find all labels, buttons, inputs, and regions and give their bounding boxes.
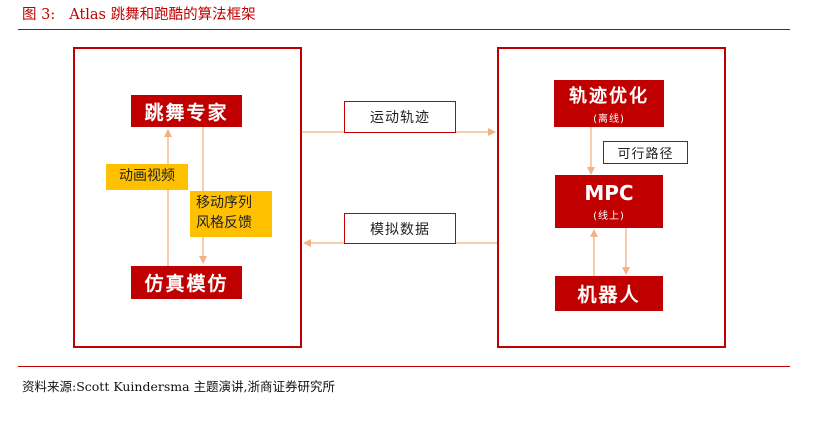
feasible-path-label-box: 可行路径 [603,141,688,164]
figure-number: 图 3: [22,7,56,23]
animation-video-label: 动画视频 [119,168,175,184]
figure-title: 图 3: Atlas 跳舞和跑酷的算法框架 [22,2,256,28]
robot-label: 机器人 [577,284,641,306]
bottom-rule [18,366,790,367]
dance-expert-label: 跳舞专家 [144,101,229,124]
trajectory-optimization-label: 轨迹优化 [569,86,649,107]
figure-title-text: Atlas 跳舞和跑酷的算法框架 [69,7,256,23]
motion-trajectory-label: 运动轨迹 [370,110,430,126]
simulation-data-label-box: 模拟数据 [344,213,456,244]
feasible-path-label: 可行路径 [617,147,674,162]
online-label: (线上) [593,211,625,222]
animation-video-tag: 动画视频 [106,164,188,190]
movement-sequence-label: 移动序列 [196,195,252,211]
source-note: 资料来源:Scott Kuindersma 主题演讲,浙商证券研究所 [22,379,336,394]
mpc-label: MPC [584,181,634,205]
mpc-box: MPC (线上) [555,175,663,228]
sequence-style-tag: 移动序列 风格反馈 [190,191,272,237]
simulation-data-label: 模拟数据 [370,221,430,238]
offline-label: (离线) [593,114,625,125]
trajectory-optimization-box: 轨迹优化 (离线) [554,80,664,127]
robot-box: 机器人 [555,276,663,311]
motion-trajectory-label-box: 运动轨迹 [344,101,456,133]
top-rule [18,29,790,30]
sim-imitation-box: 仿真模仿 [131,266,242,299]
sim-imitation-label: 仿真模仿 [144,273,229,295]
style-feedback-label: 风格反馈 [196,215,252,231]
dance-expert-box: 跳舞专家 [131,95,242,127]
